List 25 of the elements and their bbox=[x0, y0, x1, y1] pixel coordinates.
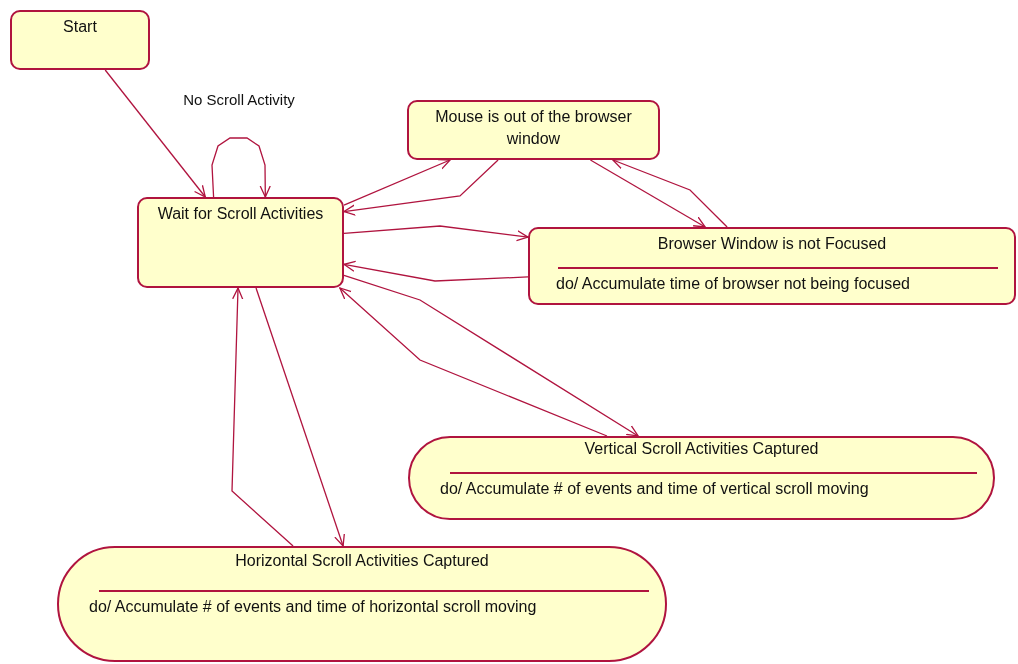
state-name-text: Vertical Scroll Activities Captured bbox=[583, 439, 820, 459]
transition-arrow bbox=[231, 287, 294, 547]
transition-arrow bbox=[343, 274, 639, 437]
transition-arrow bbox=[211, 137, 271, 198]
transition-arrow bbox=[612, 158, 728, 228]
transition-arrow bbox=[343, 225, 529, 242]
state-box bbox=[137, 197, 344, 288]
state-activity-text: do/ Accumulate # of events and time of vertical scroll moving bbox=[440, 479, 869, 499]
state-name-text: Mouse is out of the browser window bbox=[434, 107, 633, 149]
state-activity-text: do/ Accumulate time of browser not being focused bbox=[556, 274, 910, 294]
state-name-text: Wait for Scroll Activities bbox=[156, 204, 325, 224]
state-name-text: Start bbox=[62, 17, 98, 37]
state-name-text: Horizontal Scroll Activities Captured bbox=[234, 551, 490, 571]
transition-arrow bbox=[104, 69, 206, 198]
transition-arrow bbox=[343, 260, 529, 282]
state-name-text: Browser Window is not Focused bbox=[656, 234, 888, 254]
start-state-box bbox=[10, 10, 150, 70]
state-box bbox=[407, 100, 660, 160]
state-box bbox=[528, 227, 1016, 305]
transition-arrow bbox=[589, 159, 706, 228]
transition-arrow bbox=[343, 159, 451, 206]
transition-arrow bbox=[255, 287, 345, 547]
transition-arrow bbox=[343, 159, 499, 216]
transition-arrow bbox=[339, 287, 608, 437]
state-activity-text: do/ Accumulate # of events and time of horizontal scroll moving bbox=[89, 597, 537, 617]
